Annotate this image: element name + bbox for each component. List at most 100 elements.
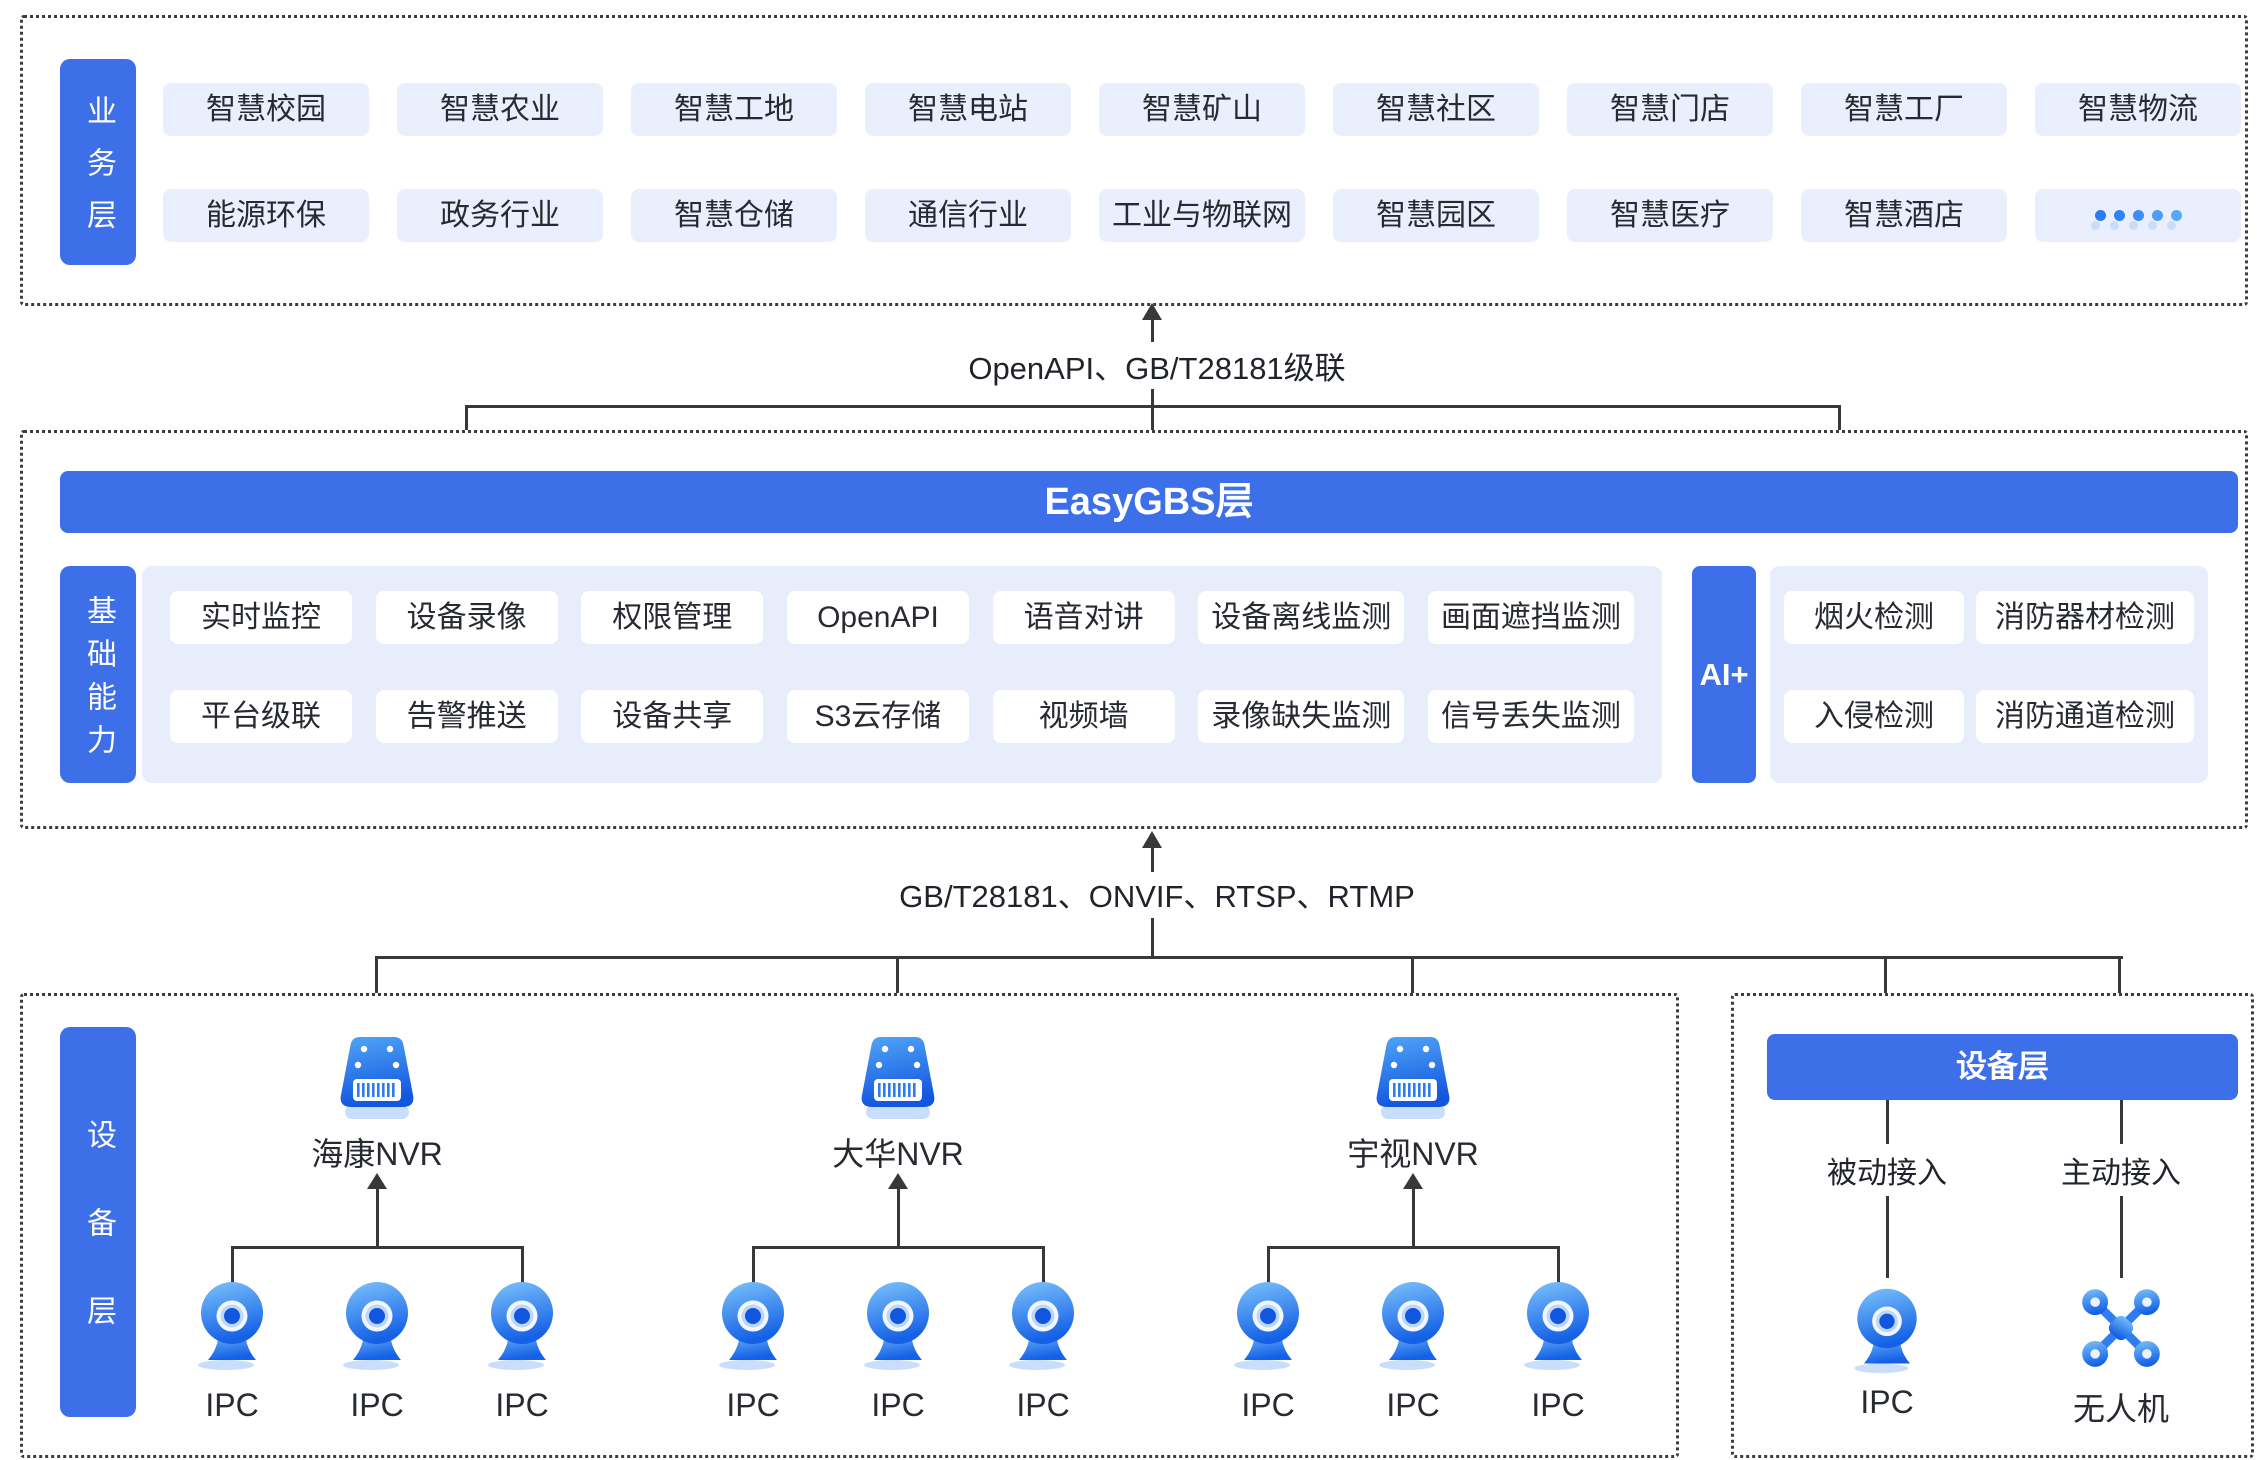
industry-chip-grid: 智慧校园 智慧农业 智慧工地 智慧电站 智慧矿山 智慧社区 智慧门店 智慧工厂 … [163, 83, 2241, 242]
device-layer-label: 设备层 [60, 1027, 136, 1417]
connector-line [1151, 389, 1154, 468]
connector-line [231, 1246, 234, 1310]
device-access-banner: 设备层 [1767, 1034, 2238, 1100]
ipc-label: IPC [1386, 1387, 1440, 1423]
ipc-label: IPC [871, 1387, 925, 1423]
industry-chip: 智慧物流 [2035, 83, 2241, 136]
ipc-camera-icon [198, 1282, 263, 1370]
connector-line [1042, 1246, 1045, 1310]
connector-top-label: OpenAPI、GB/T28181级联 [968, 351, 1346, 386]
ipc-camera-item: IPC [693, 1275, 813, 1424]
connector-line [1557, 1246, 1560, 1310]
nvr-icon [861, 1037, 935, 1119]
capability-chip: 语音对讲 [992, 591, 1175, 644]
connector-line [752, 1246, 755, 1310]
capability-chip: 信号丢失监测 [1427, 690, 1634, 743]
connector-bracket [752, 1246, 1045, 1249]
ipc-camera-item: IPC [462, 1275, 582, 1424]
capability-chip: 录像缺失监测 [1198, 690, 1405, 743]
business-layer-box: 业务层 智慧校园 智慧农业 智慧工地 智慧电站 智慧矿山 智慧社区 智慧门店 智… [20, 15, 2248, 306]
ipc-camera-icon [719, 1282, 784, 1370]
nvr-icon [340, 1037, 414, 1119]
nvr-group: 大华NVR IPC IPC IPC [719, 1033, 1074, 1452]
ipc-camera-item: IPC [1498, 1275, 1618, 1424]
capabilities-label-text: 基础能力 [82, 595, 115, 767]
ipc-label: IPC [1531, 1387, 1585, 1423]
arrow-up-icon [1403, 1173, 1423, 1189]
ipc-label: IPC [350, 1387, 404, 1423]
ipc-camera-icon [1854, 1288, 1917, 1374]
connector-bracket [1267, 1246, 1560, 1249]
ai-capability-chip: 烟火检测 [1784, 591, 1964, 644]
ipc-camera-icon [1524, 1282, 1589, 1370]
nvr-group: 宇视NVR IPC IPC IPC [1234, 1033, 1589, 1452]
ipc-camera-item: IPC [983, 1275, 1103, 1424]
ipc-label: IPC [495, 1387, 549, 1423]
connector-line [2120, 1100, 2123, 1144]
connector-bracket [231, 1246, 524, 1249]
connector-line [1151, 318, 1154, 342]
industry-chip: 智慧矿山 [1099, 83, 1305, 136]
ipc-camera-item: IPC [1353, 1275, 1473, 1424]
capabilities-panel: 实时监控 设备录像 权限管理 OpenAPI 语音对讲 设备离线监测 画面遮挡监… [142, 566, 1662, 783]
easygbs-layer-box: EasyGBS层 基础能力 实时监控 设备录像 权限管理 OpenAPI 语音对… [20, 430, 2248, 829]
device-name-label: IPC [1860, 1384, 1914, 1420]
connector-line [376, 1188, 379, 1249]
ipc-camera-icon [1009, 1282, 1074, 1370]
ipc-camera-icon [343, 1282, 408, 1370]
connector-line [1267, 1246, 1270, 1310]
easygbs-layer-banner: EasyGBS层 [60, 471, 2238, 533]
capability-chip: 告警推送 [375, 690, 558, 743]
arrow-up-icon [367, 1173, 387, 1189]
arrow-up-icon [1142, 303, 1162, 320]
connector-bracket [465, 405, 1841, 408]
access-mode-label: 主动接入 [2061, 1157, 2181, 1190]
industry-chip: 政务行业 [397, 189, 603, 242]
ai-capability-chip: 消防通道检测 [1976, 690, 2194, 743]
business-layer-label-text: 业务层 [82, 95, 115, 251]
ipc-label: IPC [1241, 1387, 1295, 1423]
connector-line [521, 1246, 524, 1310]
industry-chip: 智慧农业 [397, 83, 603, 136]
nvr-group: 海康NVR IPC IPC IPC [198, 1033, 553, 1452]
access-column-active: 主动接入 无人机 [2011, 1100, 2231, 1440]
nvr-name: 大华NVR [832, 1136, 964, 1172]
industry-chip: 智慧工地 [631, 83, 837, 136]
industry-chip: 智慧仓储 [631, 189, 837, 242]
connector-line [1151, 846, 1154, 872]
capability-chip: 画面遮挡监测 [1427, 591, 1634, 644]
ipc-camera-icon [488, 1282, 553, 1370]
ipc-camera-item: IPC [172, 1275, 292, 1424]
industry-chip: 通信行业 [865, 189, 1071, 242]
connector-line [1412, 1188, 1415, 1249]
ellipsis-dots-icon [2035, 189, 2241, 242]
industry-chip: 智慧酒店 [1801, 189, 2007, 242]
industry-chip: 智慧校园 [163, 83, 369, 136]
industry-chip: 智慧社区 [1333, 83, 1539, 136]
capability-chip: 平台级联 [170, 690, 352, 743]
ai-capability-chip: 入侵检测 [1784, 690, 1964, 743]
connector-line [897, 1188, 900, 1249]
connector-bottom-label: GB/T28181、ONVIF、RTSP、RTMP [899, 879, 1415, 914]
ai-capability-chip: 消防器材检测 [1976, 591, 2194, 644]
industry-chip: 智慧工厂 [1801, 83, 2007, 136]
capability-chip: 设备离线监测 [1198, 591, 1405, 644]
ipc-label: IPC [205, 1387, 259, 1423]
arrow-up-icon [1142, 831, 1162, 848]
industry-chip: 工业与物联网 [1099, 189, 1305, 242]
industry-chip: 能源环保 [163, 189, 369, 242]
business-layer-label: 业务层 [60, 59, 136, 265]
industry-chip: 智慧门店 [1567, 83, 1773, 136]
ai-panel: 烟火检测 消防器材检测 入侵检测 消防通道检测 [1770, 566, 2208, 783]
ipc-camera-icon [1379, 1282, 1444, 1370]
capability-chip: S3云存储 [786, 690, 969, 743]
capability-chip: 设备录像 [375, 591, 558, 644]
ai-row-1: 烟火检测 消防器材检测 [1784, 591, 2194, 644]
device-access-box: 设备层 被动接入 IPC 主动接入 无人机 [1731, 993, 2254, 1458]
connector-line [1151, 918, 1154, 958]
nvr-name: 宇视NVR [1347, 1136, 1479, 1172]
industry-chip: 智慧电站 [865, 83, 1071, 136]
nvr-name: 海康NVR [311, 1136, 443, 1172]
capability-chip: 权限管理 [581, 591, 764, 644]
